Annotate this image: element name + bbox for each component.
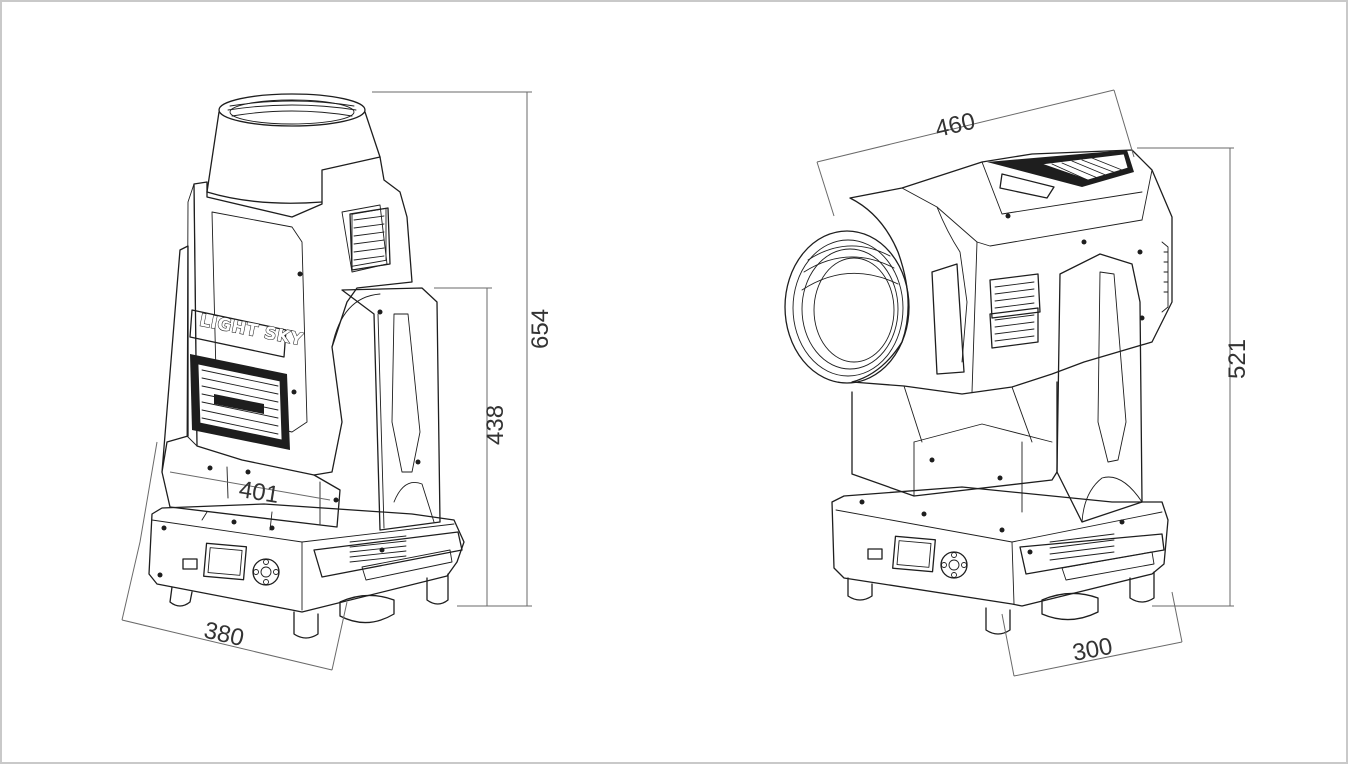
head-side-vent bbox=[349, 207, 391, 271]
control-display bbox=[203, 542, 248, 581]
side-power-switch bbox=[867, 548, 883, 560]
front-dimensions bbox=[121, 91, 532, 671]
head-side-vent-a bbox=[989, 273, 1041, 319]
brand-plate: LIGHT SKY bbox=[189, 309, 305, 358]
side-control-buttons bbox=[940, 551, 968, 579]
front-view-fixture: LIGHT SKY bbox=[148, 93, 465, 639]
top-vent bbox=[987, 150, 1134, 199]
front-height-total-label: 654 bbox=[527, 309, 554, 349]
side-view-fixture bbox=[784, 149, 1173, 635]
control-buttons bbox=[252, 558, 280, 586]
head-side-vent-b bbox=[989, 307, 1039, 349]
side-height-total-label: 521 bbox=[1224, 339, 1251, 379]
side-control-display bbox=[892, 535, 936, 573]
front-width-head-label: 401 bbox=[237, 476, 281, 509]
side-dimensions bbox=[816, 89, 1234, 677]
power-switch bbox=[182, 558, 198, 570]
side-depth-base-label: 300 bbox=[1070, 633, 1114, 667]
front-grille bbox=[190, 354, 290, 450]
side-length-head-label: 460 bbox=[933, 108, 978, 143]
brand-text: LIGHT SKY bbox=[198, 311, 305, 351]
front-height-arm-label: 438 bbox=[482, 405, 509, 445]
front-width-base-label: 380 bbox=[201, 617, 246, 652]
